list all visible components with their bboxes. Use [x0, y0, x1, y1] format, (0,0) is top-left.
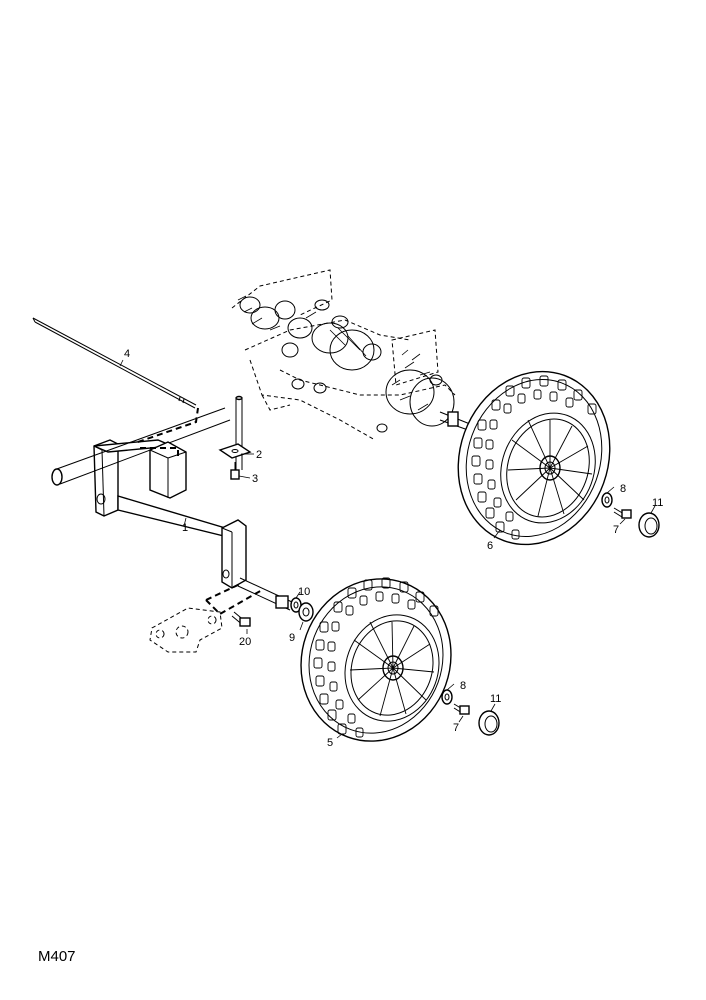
frame-part-1 [51, 395, 293, 611]
callout-leaders [119, 359, 656, 739]
callout-11-lower: 11 [490, 693, 501, 705]
callout-6: 6 [487, 540, 493, 552]
bracket-ghost [149, 607, 223, 653]
washer-part-9 [298, 602, 314, 622]
bolt-part-7-upper [613, 507, 632, 519]
plate-part-2 [218, 443, 252, 459]
washer-part-8-upper [601, 492, 613, 508]
washer-part-8-lower [441, 689, 453, 705]
callout-20: 20 [239, 636, 251, 648]
callout-3: 3 [252, 473, 258, 485]
callout-5: 5 [327, 737, 333, 749]
callout-9: 9 [289, 632, 295, 644]
rod-part-4 [32, 317, 197, 409]
callout-8-upper: 8 [620, 483, 626, 495]
callout-7-upper: 7 [613, 524, 619, 536]
wheel-part-5 [300, 577, 452, 742]
assembly-lines [137, 407, 263, 616]
bolt-part-3 [230, 462, 240, 480]
callout-1: 1 [182, 522, 188, 534]
callout-2: 2 [256, 449, 262, 461]
callout-7-lower: 7 [453, 722, 459, 734]
bolt-part-20 [231, 611, 251, 627]
callout-8-lower: 8 [460, 680, 466, 692]
bolt-part-7-lower [453, 703, 470, 715]
cap-part-11-lower [478, 710, 500, 736]
diagram-code: M407 [38, 948, 76, 965]
callout-11-upper: 11 [652, 497, 663, 509]
transaxle-assembly [231, 269, 471, 441]
cap-part-11-upper [638, 512, 660, 538]
callout-10: 10 [298, 586, 310, 598]
callouts: 1 2 3 4 5 6 7 7 8 8 9 10 11 11 20 [124, 348, 663, 749]
callout-4: 4 [124, 348, 130, 360]
wheel-part-6 [457, 370, 611, 546]
